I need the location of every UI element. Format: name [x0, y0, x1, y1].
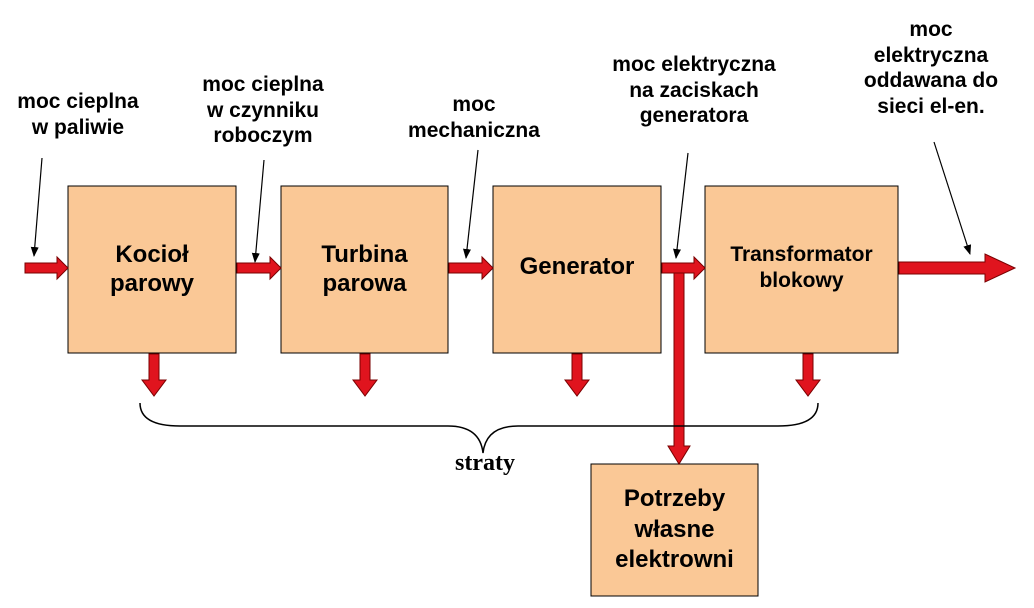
generator-label: Generator [519, 253, 635, 281]
boiler-block [67, 185, 237, 354]
annotation-generator-terminals: moc elektryczna na zaciskach generatora [612, 53, 776, 128]
annotation-fuel-heat: moc cieplna w paliwie [17, 90, 139, 139]
annotation-mechanical: moc mechaniczna [408, 93, 540, 142]
annotation-grid-output: moc elektryczna oddawana do sieci el-en. [863, 18, 999, 118]
flow-arrow-grid-output [898, 253, 1017, 283]
pointer-working-medium-heat [251, 159, 265, 263]
losses-label: straty [455, 450, 515, 476]
pointer-generator-terminals [673, 152, 689, 259]
flow-arrow-generator-to-transformer [661, 255, 706, 281]
losses-brace [139, 402, 819, 454]
flow-arrow-own-needs-branch [667, 272, 691, 465]
flow-arrow-fuel-input [24, 255, 69, 281]
annotation-working-medium-heat: moc cieplna w czynniku roboczym [202, 73, 324, 148]
transformer-label: Transformator blokowy [730, 243, 873, 292]
pointer-mechanical [463, 149, 479, 259]
pointer-grid-output [933, 141, 972, 255]
turbine-block [280, 185, 449, 354]
transformer-block [704, 185, 899, 354]
loss-arrow-generator [564, 353, 590, 397]
pointer-fuel-heat [30, 157, 43, 257]
boiler-label: Kocioł parowy [109, 240, 195, 297]
own-needs-label: Potrzeby własne elektrowni [615, 484, 734, 574]
loss-arrow-turbine [352, 353, 378, 397]
own-needs-block [590, 463, 759, 597]
loss-arrow-boiler [141, 353, 167, 397]
flow-arrow-boiler-to-turbine [236, 255, 282, 281]
loss-arrow-transformer [795, 353, 821, 397]
turbine-label: Turbina parowa [321, 240, 408, 297]
flow-arrow-turbine-to-generator [448, 255, 494, 281]
generator-block [492, 185, 662, 354]
